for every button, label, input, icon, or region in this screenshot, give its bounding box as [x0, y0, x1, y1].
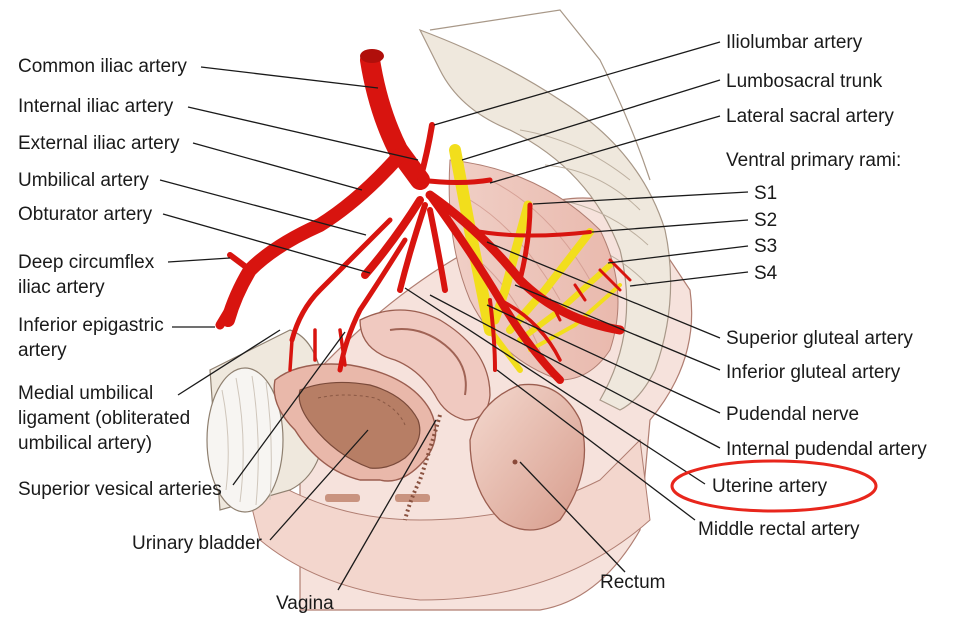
label-s3: S3 [754, 236, 777, 257]
label-internal-pudendal-artery: Internal pudendal artery [726, 439, 927, 460]
label-medial-umbilical-line1: Medial umbilical [18, 383, 153, 404]
label-lateral-sacral-artery: Lateral sacral artery [726, 106, 894, 127]
label-medial-umbilical-line2: ligament (obliterated [18, 408, 190, 429]
label-external-iliac-artery: External iliac artery [18, 133, 180, 154]
uterus [359, 309, 491, 421]
label-rectum: Rectum [600, 572, 665, 593]
label-inferior-epigastric-line1: Inferior epigastric [18, 315, 164, 336]
label-ventral-primary-rami: Ventral primary rami: [726, 150, 901, 171]
urinary-bladder [273, 363, 437, 482]
label-lumbosacral-trunk: Lumbosacral trunk [726, 71, 883, 92]
label-medial-umbilical-line3: umbilical artery) [18, 433, 152, 454]
label-vagina: Vagina [276, 593, 334, 614]
label-s4: S4 [754, 263, 778, 284]
label-middle-rectal-artery: Middle rectal artery [698, 519, 860, 540]
label-inferior-gluteal-artery: Inferior gluteal artery [726, 362, 901, 383]
label-umbilical-artery: Umbilical artery [18, 170, 149, 191]
label-obturator-artery: Obturator artery [18, 204, 153, 225]
rectum-shape [469, 383, 586, 531]
label-iliolumbar-artery: Iliolumbar artery [726, 32, 863, 53]
artery-tree [215, 49, 632, 384]
label-internal-iliac-artery: Internal iliac artery [18, 96, 174, 117]
uterine-artery-highlight-ring [670, 459, 878, 513]
pelvic-tissue [239, 9, 693, 611]
label-superior-gluteal-artery: Superior gluteal artery [726, 328, 913, 349]
label-s2: S2 [754, 210, 777, 231]
label-uterine-artery: Uterine artery [712, 476, 828, 497]
label-inferior-epigastric-line2: artery [18, 340, 67, 361]
label-superior-vesical-arteries: Superior vesical arteries [18, 479, 222, 500]
label-deep-circumflex-line1: Deep circumflex [18, 252, 155, 273]
label-deep-circumflex-line2: iliac artery [18, 277, 105, 298]
label-s1: S1 [754, 183, 777, 204]
leader-lines [159, 41, 749, 591]
label-common-iliac-artery: Common iliac artery [18, 56, 187, 77]
label-pudendal-nerve: Pudendal nerve [726, 404, 859, 425]
label-urinary-bladder: Urinary bladder [132, 533, 263, 554]
